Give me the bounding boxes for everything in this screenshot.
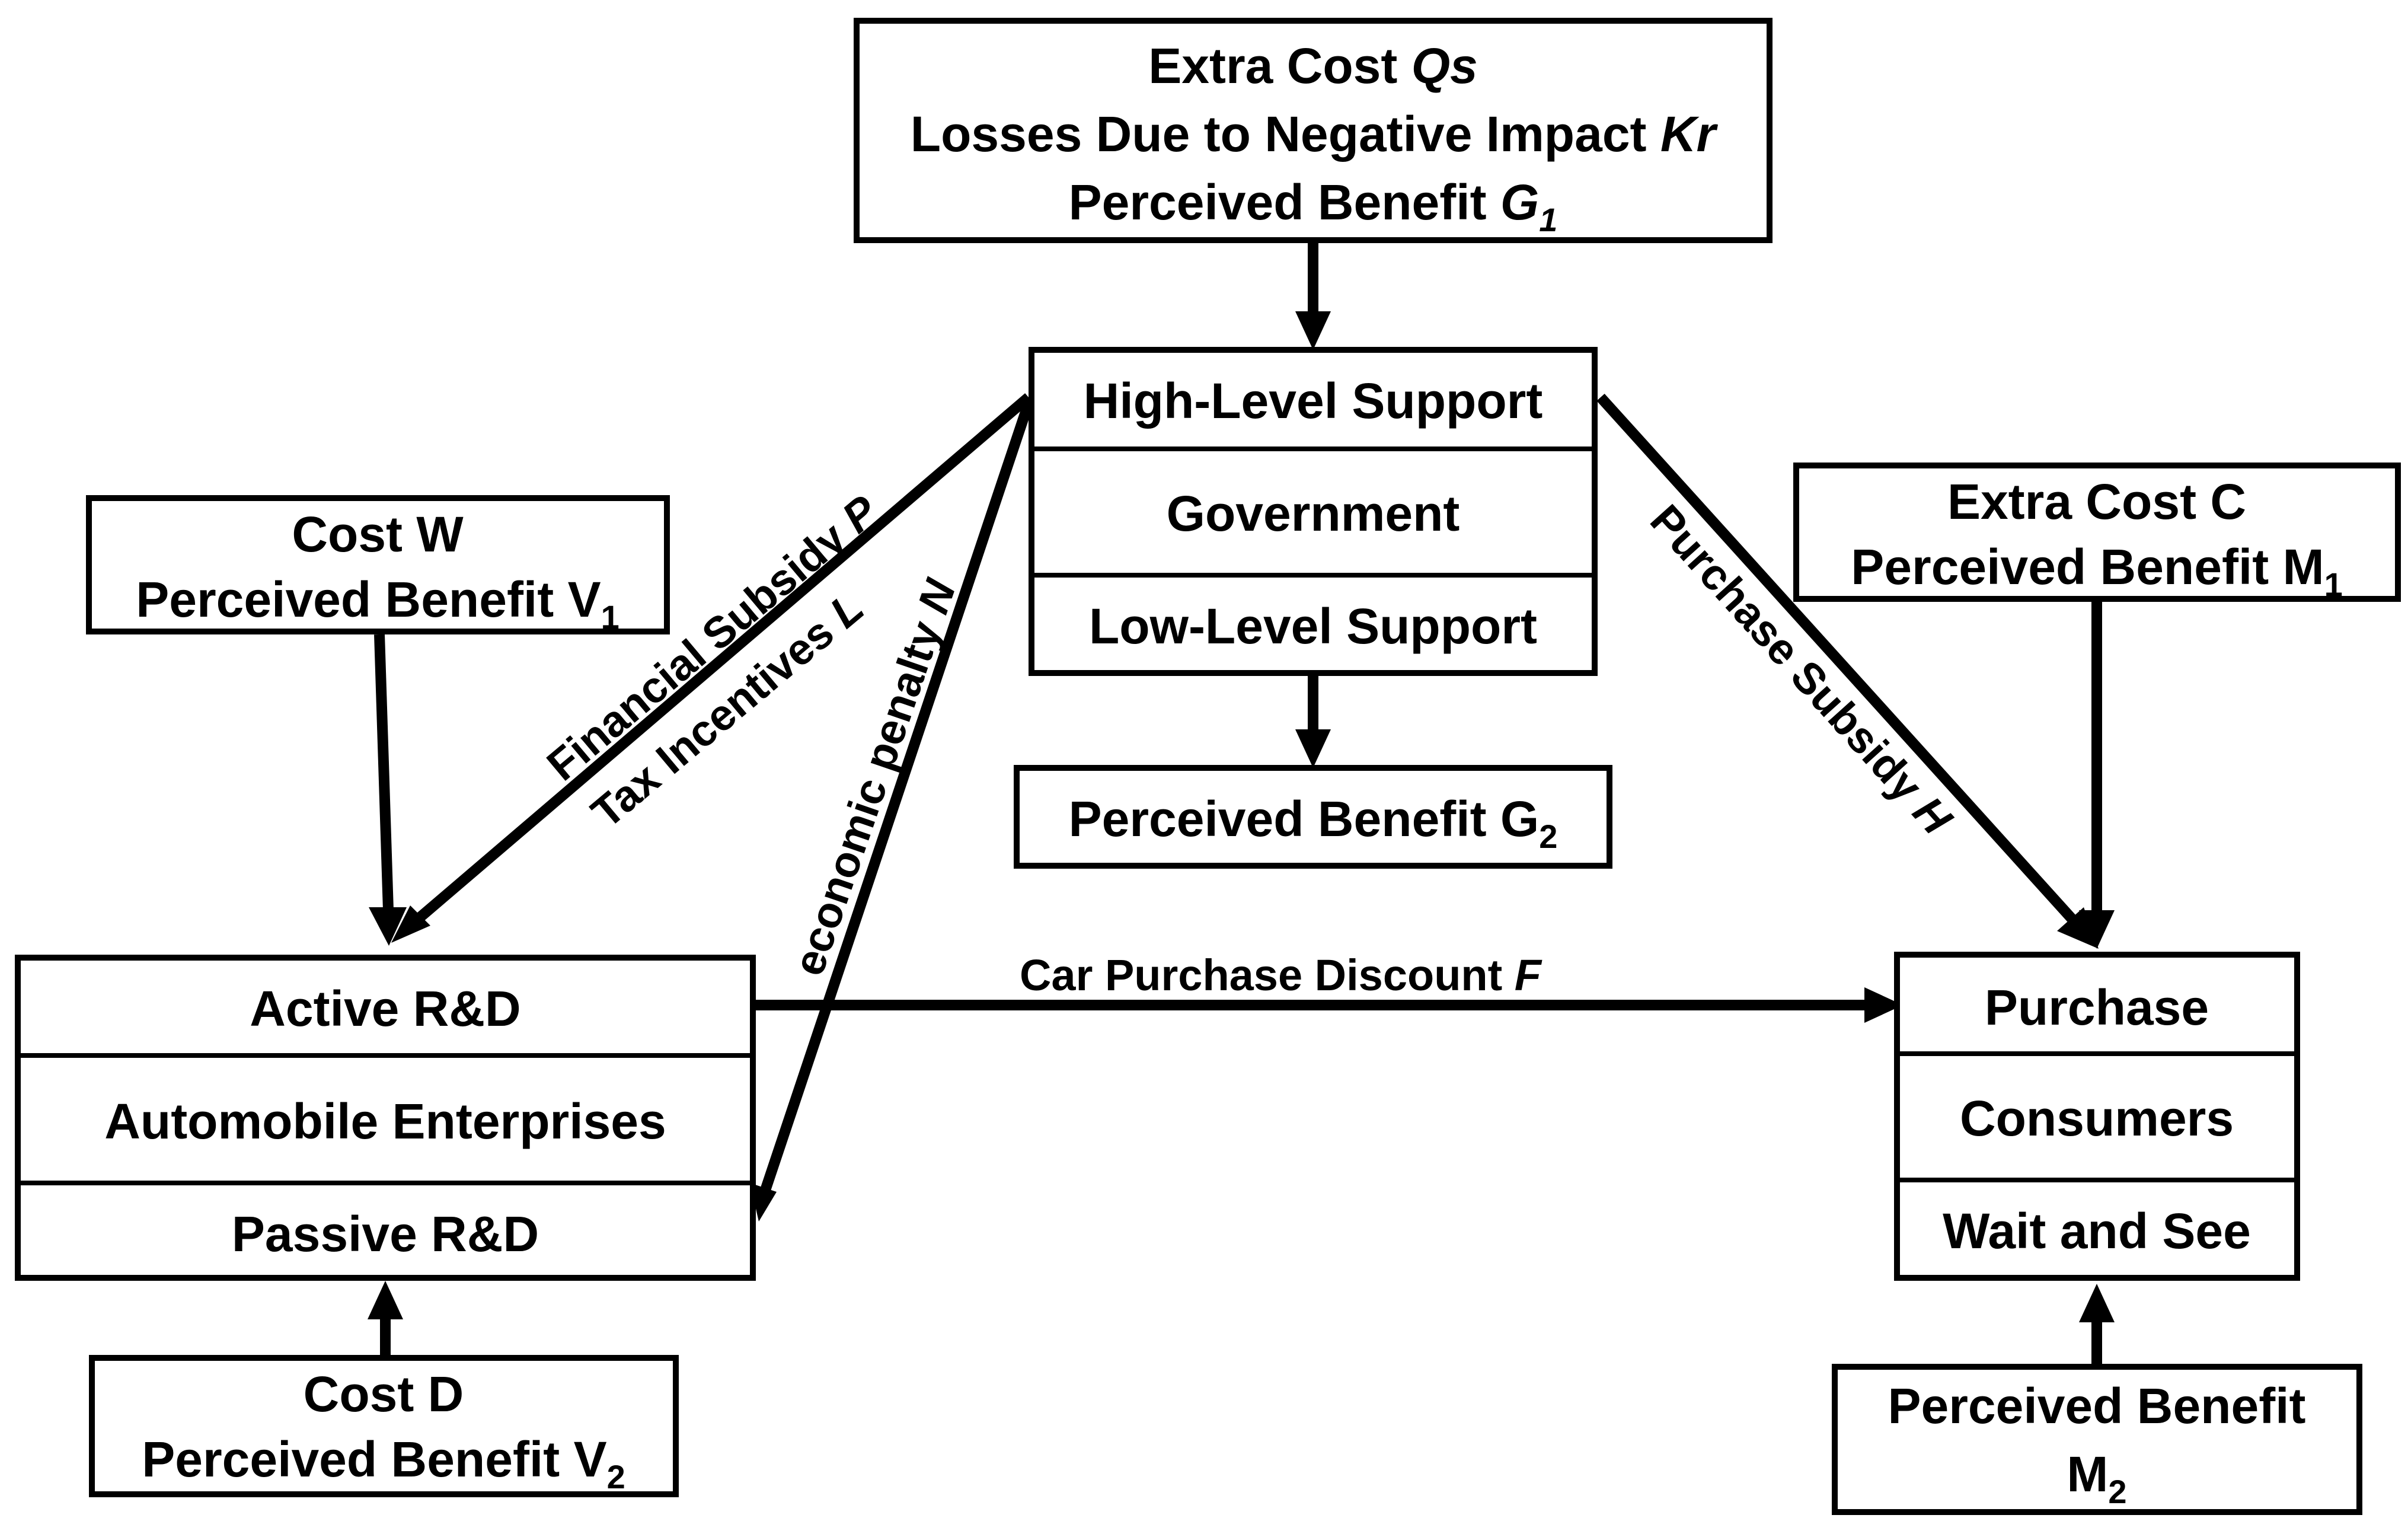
arrowhead-subsidy-to-active-rd [391, 905, 430, 943]
cost-d: Cost D [304, 1366, 464, 1422]
enterprise-cost-d-box: Cost D Perceived Benefit V2 [89, 1355, 679, 1497]
arrowhead-top-to-government [1295, 311, 1331, 350]
arrow-purchase-subsidy [1596, 393, 2079, 926]
label-car-purchase-discount: Car Purchase Discount F [1020, 951, 1542, 1000]
extra-cost-qs: Extra Cost Qs [1148, 38, 1478, 94]
arrowhead-car-discount [1864, 987, 1903, 1023]
arrows [368, 240, 2115, 1367]
passive-rd: Passive R&D [232, 1206, 539, 1262]
perceived-benefit-label: Perceived Benefit [1888, 1378, 2306, 1434]
low-level-support: Low-Level Support [1089, 598, 1537, 654]
government-label: Government [1167, 486, 1460, 541]
arrowhead-m2-to-wait [2079, 1284, 2115, 1322]
enterprises-block: Active R&D Automobile Enterprises Passiv… [15, 955, 756, 1281]
consumers-label: Consumers [1960, 1090, 2234, 1146]
benefit-m2: M2 [2067, 1446, 2126, 1510]
perceived-benefit-m1: Perceived Benefit M1 [1851, 539, 2342, 603]
arrow-subsidy-to-active-rd [414, 393, 1032, 923]
wait-and-see: Wait and See [1943, 1203, 2251, 1259]
extra-cost-c: Extra Cost C [1947, 474, 2246, 530]
perceived-benefit-v1: Perceived Benefit V1 [136, 572, 619, 636]
consumer-extra-cost-box: Extra Cost C Perceived Benefit M1 [1793, 463, 2401, 603]
arrowhead-government-to-g2 [1295, 729, 1331, 768]
perceived-benefit-g2: Perceived Benefit G2 [1069, 791, 1558, 855]
arrow-penalty-to-passive-rd [759, 401, 1034, 1194]
government-cost-box: Extra Cost Qs Losses Due to Negative Imp… [854, 18, 1773, 243]
arrowhead-purchase-subsidy [2057, 907, 2099, 949]
cost-w: Cost W [292, 506, 464, 562]
perceived-benefit-v2: Perceived Benefit V2 [142, 1431, 625, 1495]
arrowhead-extra-cost-c-to-purchase [2079, 910, 2115, 949]
perceived-benefit-g1: Perceived Benefit G1 [1069, 174, 1558, 238]
consumers-block: Purchase Consumers Wait and See [1894, 952, 2300, 1281]
arrowhead-cost-d-to-passive-rd [368, 1281, 403, 1319]
arrowhead-cost-w-to-active-rd [369, 907, 407, 946]
losses-kr: Losses Due to Negative Impact Kr [911, 106, 1719, 162]
high-level-support: High-Level Support [1084, 373, 1543, 429]
consumer-benefit-m2-box: Perceived Benefit M2 [1832, 1364, 2362, 1515]
automobile-enterprises: Automobile Enterprises [104, 1093, 666, 1149]
arrowhead-penalty-to-passive-rd [750, 1183, 777, 1222]
government-block: High-Level Support Government Low-Level … [1029, 347, 1598, 676]
government-benefit-g2-box: Perceived Benefit G2 [1014, 765, 1612, 869]
enterprise-cost-w-box: Cost W Perceived Benefit V1 [86, 495, 670, 636]
arrow-cost-w-to-active-rd [374, 634, 394, 911]
active-rd: Active R&D [250, 981, 520, 1037]
purchase: Purchase [1985, 980, 2209, 1035]
